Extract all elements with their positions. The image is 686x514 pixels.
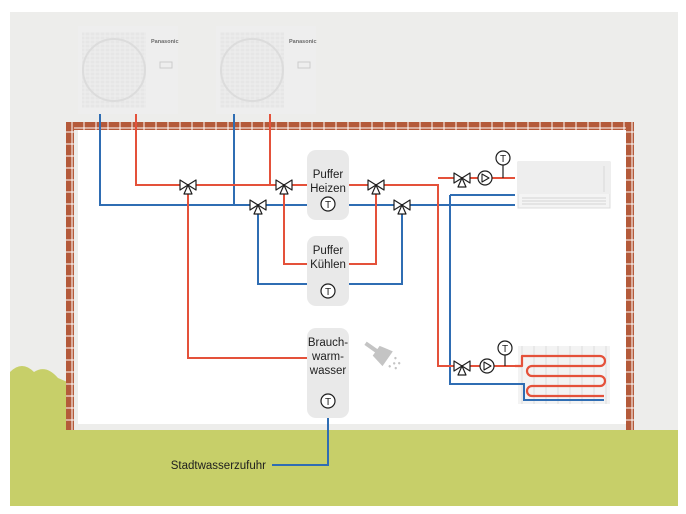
svg-text:T: T <box>325 200 331 211</box>
unit-brand-label: Panasonic <box>151 39 179 45</box>
three-way-valve-icon <box>393 199 411 215</box>
svg-text:T: T <box>325 287 331 298</box>
heat-pump-icon: Panasonic <box>216 26 317 114</box>
three-way-valve-icon <box>453 360 471 376</box>
unit-brand-label: Panasonic <box>289 39 317 45</box>
three-way-valve-icon <box>367 179 385 195</box>
dhw-label-line2: warm- <box>311 351 344 363</box>
three-way-valve-icon <box>275 179 293 195</box>
svg-text:T: T <box>325 397 331 408</box>
pump-icon <box>477 170 493 186</box>
buffer-heating-tank <box>307 150 349 220</box>
svg-text:T: T <box>502 344 508 355</box>
svg-text:T: T <box>500 154 506 165</box>
three-way-valve-icon <box>179 179 197 195</box>
pump-icon <box>479 358 495 374</box>
cold-pipes <box>99 114 515 466</box>
tank-thermometer-icon: T <box>320 196 336 212</box>
tank-thermometer-icon: T <box>320 393 336 409</box>
buffer-heating-label-line1: Puffer <box>313 169 344 181</box>
buffer-heating-label-line2: Heizen <box>310 183 346 195</box>
brick-wall-top <box>66 122 634 130</box>
lawn <box>10 366 678 506</box>
shower-head-icon <box>364 341 401 370</box>
three-way-valve-icon <box>453 172 471 188</box>
tank-thermometer-icon: T <box>320 283 336 299</box>
dhw-label-line1: Brauch- <box>308 337 348 349</box>
floor-heating-icon <box>515 346 610 404</box>
three-way-valve-icon <box>249 199 267 215</box>
domestic-hot-water-tank <box>307 328 349 418</box>
buffer-cooling-tank <box>307 236 349 306</box>
dhw-label-line3: wasser <box>309 365 347 377</box>
thermometer-icon: T <box>497 340 513 366</box>
brick-wall-right <box>626 122 634 430</box>
hot-pipes <box>135 114 515 367</box>
thermometer-icon: T <box>495 150 511 178</box>
buffer-cooling-label-line1: Puffer <box>313 245 344 257</box>
buffer-cooling-label-line2: Kühlen <box>310 259 346 271</box>
heat-pump-icon: Panasonic <box>78 26 179 114</box>
fan-coil-icon <box>517 161 611 209</box>
brick-wall-left <box>66 122 74 430</box>
water-supply-label: Stadtwasserzufuhr <box>171 460 266 472</box>
